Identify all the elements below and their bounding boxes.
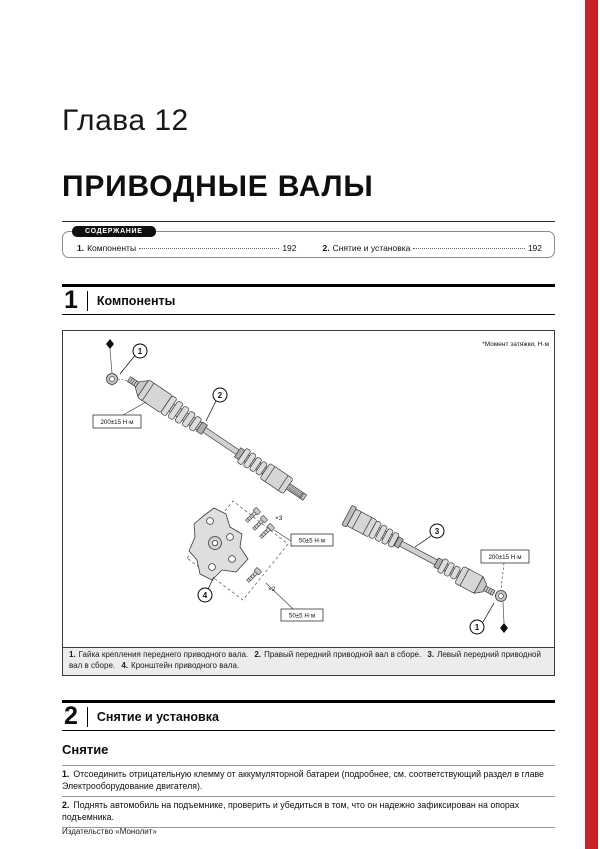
section-number: 2 <box>64 702 78 730</box>
qty-x2-label: ×2 <box>268 586 276 593</box>
figure-caption: 1.Гайка крепления переднего приводного в… <box>63 647 554 675</box>
svg-text:50±5 Н·м: 50±5 Н·м <box>289 613 315 620</box>
removal-steps: 1.Отсоединить отрицательную клемму от ак… <box>62 765 555 829</box>
torque-label-200-left: 200±15 Н·м <box>92 401 147 429</box>
hub-nut-lower <box>492 590 508 633</box>
caption-part-1: 1.Гайка крепления переднего приводного в… <box>69 650 249 659</box>
section-header-removal: 2 Снятие и установка <box>62 700 555 731</box>
title-rule <box>62 221 555 222</box>
torque-note: *Момент затяжки, Н·м <box>482 341 549 348</box>
page-edge-red-bar <box>585 0 598 849</box>
caption-part-2: 2.Правый передний приводной вал в сборе. <box>254 650 422 659</box>
section-header-components: 1 Компоненты <box>62 284 555 315</box>
step-number: 1. <box>62 769 70 779</box>
step-text: Отсоединить отрицательную клемму от акку… <box>62 769 544 791</box>
section-divider <box>86 706 88 727</box>
removal-subheading: Снятие <box>62 742 109 757</box>
direction-diamond-upper <box>106 339 114 349</box>
callout-2: 2 <box>205 387 228 422</box>
toc-entry-page: 192 <box>527 243 542 253</box>
right-front-driveshaft <box>126 376 308 501</box>
bracket-bolt-x2 <box>246 567 262 583</box>
callout-3: 3 <box>414 523 445 548</box>
left-front-driveshaft <box>341 505 496 596</box>
toc-entry-number: 1. <box>77 243 85 253</box>
callout-4: 4 <box>197 576 215 603</box>
callout-1-upper: 1 <box>119 343 148 375</box>
contents-entries: 1. Компоненты 192 2. Снятие и установка … <box>63 232 554 253</box>
section-divider <box>86 290 88 311</box>
toc-entry-title: Компоненты <box>87 243 137 253</box>
hub-nut-upper <box>106 339 130 385</box>
section-number: 1 <box>64 286 78 314</box>
torque-label-200-right: 200±15 Н·м <box>480 549 530 590</box>
svg-text:50±5 Н·м: 50±5 Н·м <box>299 538 325 545</box>
bracket-dashed-outline <box>186 500 289 601</box>
step-item-2: 2.Поднять автомобиль на подъемнике, пров… <box>62 796 555 827</box>
svg-text:2: 2 <box>218 391 223 400</box>
svg-text:1: 1 <box>475 623 480 632</box>
page-footer: Издательство «Монолит» <box>62 827 157 836</box>
caption-part-4: 4.Кронштейн приводного вала. <box>121 660 240 670</box>
toc-entry-removal: 2. Снятие и установка 192 <box>323 243 543 253</box>
contents-box: СОДЕРЖАНИЕ 1. Компоненты 192 2. Снятие и… <box>62 226 555 258</box>
page-content: Глава 12 ПРИВОДНЫЕ ВАЛЫ СОДЕРЖАНИЕ 1. Ко… <box>62 0 555 849</box>
toc-leader <box>139 248 280 249</box>
drive-shaft-diagram: *Момент затяжки, Н·м <box>92 339 550 635</box>
svg-text:4: 4 <box>203 591 208 600</box>
caption-part-3: 3.Левый передний приводной вал в сборе. <box>69 650 541 670</box>
toc-entry-title: Снятие и установка <box>332 243 411 253</box>
svg-text:3: 3 <box>435 527 440 536</box>
direction-diamond-lower <box>500 623 508 633</box>
driveshaft-bracket <box>188 507 249 581</box>
callout-1-lower: 1 <box>469 602 495 635</box>
toc-entry-page: 192 <box>282 243 297 253</box>
toc-entry-number: 2. <box>322 243 330 253</box>
torque-label-50-lower: 50±5 Н·м <box>265 582 324 622</box>
qty-x3-label: ×3 <box>275 515 283 522</box>
page-title: ПРИВОДНЫЕ ВАЛЫ <box>62 170 374 203</box>
toc-leader <box>413 248 525 249</box>
toc-entry-components: 1. Компоненты 192 <box>77 243 297 253</box>
bracket-bolts-x3 <box>245 507 275 539</box>
svg-text:200±15 Н·м: 200±15 Н·м <box>100 419 133 426</box>
section-title: Компоненты <box>96 293 176 308</box>
contents-label: СОДЕРЖАНИЕ <box>72 226 156 237</box>
torque-label-50-upper: 50±5 Н·м <box>273 529 334 547</box>
step-text: Поднять автомобиль на подъемнике, провер… <box>62 800 520 822</box>
section-title: Снятие и установка <box>96 709 219 724</box>
step-number: 2. <box>62 800 70 811</box>
svg-text:200±15 Н·м: 200±15 Н·м <box>488 554 521 561</box>
svg-text:1: 1 <box>138 347 143 356</box>
figure-box: *Момент затяжки, Н·м <box>62 330 555 676</box>
chapter-heading: Глава 12 <box>62 104 189 137</box>
step-item-1: 1.Отсоединить отрицательную клемму от ак… <box>62 765 555 796</box>
